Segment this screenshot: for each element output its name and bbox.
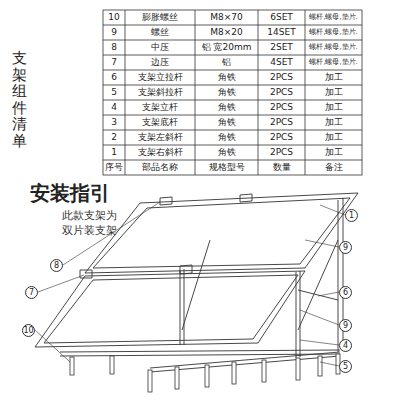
table-cell: 2PCS: [258, 70, 305, 85]
table-cell: 部品名称: [125, 160, 195, 175]
table-cell: 6SET: [258, 10, 305, 25]
callout-text: 9: [343, 322, 348, 330]
table-cell: 角铁: [195, 100, 258, 115]
table-cell: 2SET: [258, 40, 305, 55]
table-cell: 序号: [103, 160, 125, 175]
solar-panel-bracket: [35, 193, 358, 372]
table-cell: 加工: [305, 115, 362, 130]
callout-text: 10: [23, 327, 33, 335]
table-cell: M8×20: [195, 25, 258, 40]
table-cell: 支架底杆: [125, 115, 195, 130]
table-cell: 角铁: [195, 70, 258, 85]
callout-text: 9: [343, 244, 348, 252]
callout-number: 8: [50, 259, 63, 272]
table-cell: 2PCS: [258, 145, 305, 160]
table-cell: 加工: [305, 130, 362, 145]
table-cell: 螺杆,螺母,垫片.: [305, 55, 362, 70]
callout-number: 9: [339, 241, 352, 254]
table-cell: 2PCS: [258, 115, 305, 130]
table-cell: 8: [103, 40, 125, 55]
table-cell: 螺杆,螺母,垫片.: [305, 40, 362, 55]
callout-number: 9: [339, 319, 352, 332]
table-cell: 支架立拉杆: [125, 70, 195, 85]
table-cell: 角铁: [195, 145, 258, 160]
table-cell: 14SET: [258, 25, 305, 40]
table-cell: 边压: [125, 55, 195, 70]
table-cell: 数量: [258, 160, 305, 175]
table-cell: 2PCS: [258, 100, 305, 115]
leader-lines: [35, 202, 345, 366]
callout-text: 7: [29, 289, 34, 297]
table-cell: 2: [103, 130, 125, 145]
table-cell: 加工: [305, 145, 362, 160]
callout-number: 6: [339, 286, 352, 299]
expansion-bolts: [70, 354, 340, 392]
table-cell: 螺丝: [125, 25, 195, 40]
table-cell: 加工: [305, 100, 362, 115]
table-cell: 9: [103, 25, 125, 40]
table-cell: 加工: [305, 85, 362, 100]
table-cell: 4SET: [258, 55, 305, 70]
table-cell: 角铁: [195, 130, 258, 145]
parts-table-grid: [103, 10, 362, 175]
table-cell: 支架斜拉杆: [125, 85, 195, 100]
table-cell: 支架立杆: [125, 100, 195, 115]
table-cell: 6: [103, 70, 125, 85]
table-cell: 螺杆,螺母,垫片.: [305, 10, 362, 25]
callout-number: 1: [345, 209, 358, 222]
callout-number: 10: [22, 324, 35, 337]
table-cell: 规格型号: [195, 160, 258, 175]
table-cell: 铝: [195, 55, 258, 70]
table-cell: 膨胀螺丝: [125, 10, 195, 25]
vertical-heading: 支架组件清单: [12, 50, 27, 149]
table-cell: 加工: [305, 70, 362, 85]
table-cell: 5: [103, 85, 125, 100]
callout-number: 5: [339, 360, 352, 373]
callout-text: 6: [343, 289, 348, 297]
table-cell: 7: [103, 55, 125, 70]
callout-number: 7: [25, 286, 38, 299]
callout-text: 8: [54, 262, 59, 270]
table-cell: 4: [103, 100, 125, 115]
table-cell: 铝 宽20mm: [195, 40, 258, 55]
callout-text: 5: [343, 363, 348, 371]
section-title: 安装指引: [30, 180, 110, 207]
table-cell: 螺杆,螺母,垫片.: [305, 25, 362, 40]
table-cell: 3: [103, 115, 125, 130]
callout-text: 1: [349, 212, 354, 220]
callout-number: 4: [339, 339, 352, 352]
table-cell: 角铁: [195, 115, 258, 130]
table-cell: M8×70: [195, 10, 258, 25]
table-cell: 2PCS: [258, 85, 305, 100]
table-cell: 2PCS: [258, 130, 305, 145]
table-cell: 10: [103, 10, 125, 25]
table-cell: 中压: [125, 40, 195, 55]
table-cell: 角铁: [195, 85, 258, 100]
note-text: 此款支架为 双片装支架: [62, 209, 124, 239]
table-cell: 备注: [305, 160, 362, 175]
table-cell: 1: [103, 145, 125, 160]
table-cell: 支架左斜杆: [125, 130, 195, 145]
table-cell: 支架右斜杆: [125, 145, 195, 160]
callout-text: 4: [343, 342, 348, 350]
